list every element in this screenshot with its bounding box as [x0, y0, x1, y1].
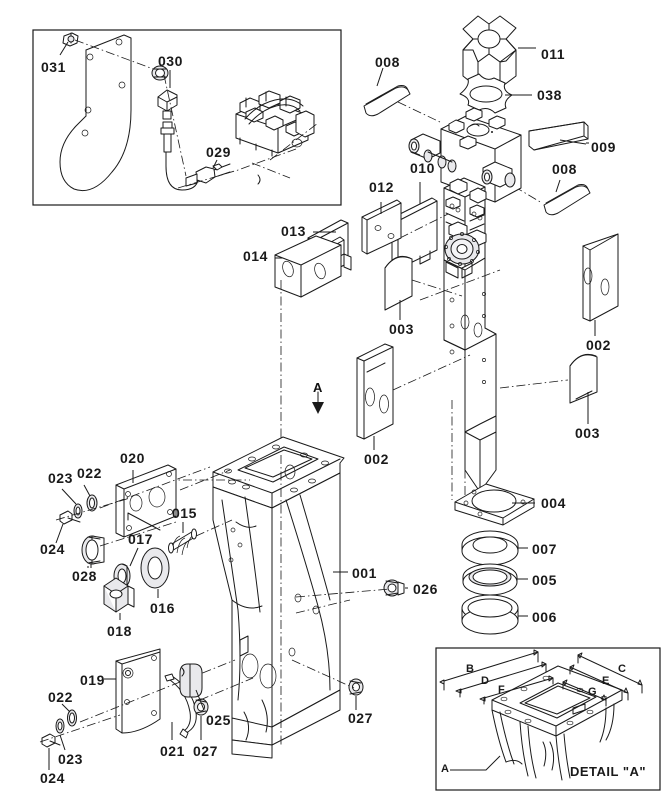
callout-011: 011 [541, 46, 566, 62]
callout-001: 001 [352, 565, 377, 581]
callout-020: 020 [120, 450, 145, 466]
callout-009: 009 [591, 139, 616, 155]
inset-manifold-assembly [235, 90, 315, 157]
callout-023-upper: 023 [48, 470, 73, 486]
part-025-cap [179, 663, 203, 698]
part-027-plug-right [348, 678, 364, 696]
callout-007: 007 [532, 541, 557, 557]
part-031-grommet [62, 32, 79, 47]
detail-dim-c: C [618, 663, 626, 675]
part-030-stem [160, 121, 199, 191]
callout-038: 038 [537, 87, 562, 103]
part-023-lock-washer-lower [55, 718, 65, 734]
callout-021: 021 [160, 743, 185, 759]
callout-022-upper: 022 [77, 465, 102, 481]
callout-015: 015 [172, 505, 197, 521]
callout-003-upper: 003 [389, 321, 414, 337]
part-014-guide-block [274, 235, 342, 298]
part-024-bolt-upper [59, 510, 81, 525]
part-012-small-plate [361, 199, 402, 255]
callout-027-right: 027 [348, 710, 373, 726]
part-008-wear-strip-left [363, 85, 411, 117]
part-022-washer-lower [67, 709, 77, 727]
callout-006: 006 [532, 609, 557, 625]
part-002-side-plate-left [356, 343, 394, 440]
inset-plate-fitting [151, 65, 169, 81]
callout-029: 029 [206, 144, 231, 160]
callout-030: 030 [158, 53, 183, 69]
part-007-spacer-ring [461, 530, 519, 566]
callout-016: 016 [150, 600, 175, 616]
part-028-collar [81, 535, 105, 565]
callout-005: 005 [532, 572, 557, 588]
callout-014: 014 [243, 248, 268, 264]
detail-dim-a: A [441, 763, 449, 775]
detail-dim-e: E [602, 675, 610, 687]
callout-013: 013 [281, 223, 306, 239]
section-a-arrow [312, 391, 324, 414]
callout-002-left: 002 [364, 451, 389, 467]
part-006-bushing-ring [461, 594, 519, 635]
inset-box-frame [32, 29, 342, 206]
callout-002-right: 002 [586, 337, 611, 353]
callout-003-lower: 003 [575, 425, 600, 441]
part-024-bolt-lower [41, 733, 61, 748]
part-029-valve-fitting [185, 163, 231, 187]
callout-019: 019 [80, 672, 105, 688]
callout-027-left: 027 [193, 743, 218, 759]
callout-023-lower: 023 [58, 751, 83, 767]
callout-024-upper: 024 [40, 541, 65, 557]
part-016-washer [140, 547, 170, 589]
part-030-fitting [157, 89, 178, 120]
detail-a-title: DETAIL "A" [570, 764, 647, 779]
part-004-flange-plate [454, 483, 535, 526]
detail-a-content [439, 649, 643, 781]
part-008-wear-strip-right [543, 184, 591, 216]
part-003-wear-plate-lower [569, 353, 598, 404]
detail-a-frame [435, 647, 661, 791]
part-003-wear-plate-upper [384, 255, 413, 311]
part-026-plug [383, 579, 405, 597]
callout-025: 025 [206, 712, 231, 728]
callout-022-lower: 022 [48, 689, 73, 705]
part-019-cover-plate [115, 648, 161, 734]
part-001-main-body [212, 436, 345, 759]
part-015-spring [168, 528, 197, 556]
callout-031: 031 [41, 59, 66, 75]
part-027-plug-left [193, 698, 209, 716]
callout-010: 010 [410, 160, 435, 176]
callout-026: 026 [413, 581, 438, 597]
callout-008-right: 008 [552, 161, 577, 177]
callout-028: 028 [72, 568, 97, 584]
callout-012: 012 [369, 179, 394, 195]
callout-008-top: 008 [375, 54, 400, 70]
callout-004: 004 [541, 495, 566, 511]
callout-017: 017 [128, 531, 153, 547]
detail-dim-g: G [588, 686, 597, 698]
callout-018: 018 [107, 623, 132, 639]
inset-bracket-plate [59, 34, 132, 192]
part-002-side-plate-right [582, 233, 619, 322]
part-009-wear-strip [528, 121, 589, 151]
callout-024-lower: 024 [40, 770, 65, 786]
part-038-star-gasket [459, 73, 513, 114]
section-a-label: A [313, 380, 323, 395]
detail-dim-b: B [466, 663, 474, 675]
part-011-damper-block [462, 15, 517, 89]
detail-dim-f: F [498, 684, 505, 696]
detail-dim-d: D [481, 675, 489, 687]
valve-stack-assembly [443, 177, 487, 279]
part-018-hex-nut [103, 577, 135, 613]
part-023-lock-washer-upper [73, 503, 83, 519]
part-022-washer-upper [86, 494, 98, 512]
part-020-mount-plate [115, 464, 177, 538]
part-005-seal-ring [462, 563, 518, 596]
